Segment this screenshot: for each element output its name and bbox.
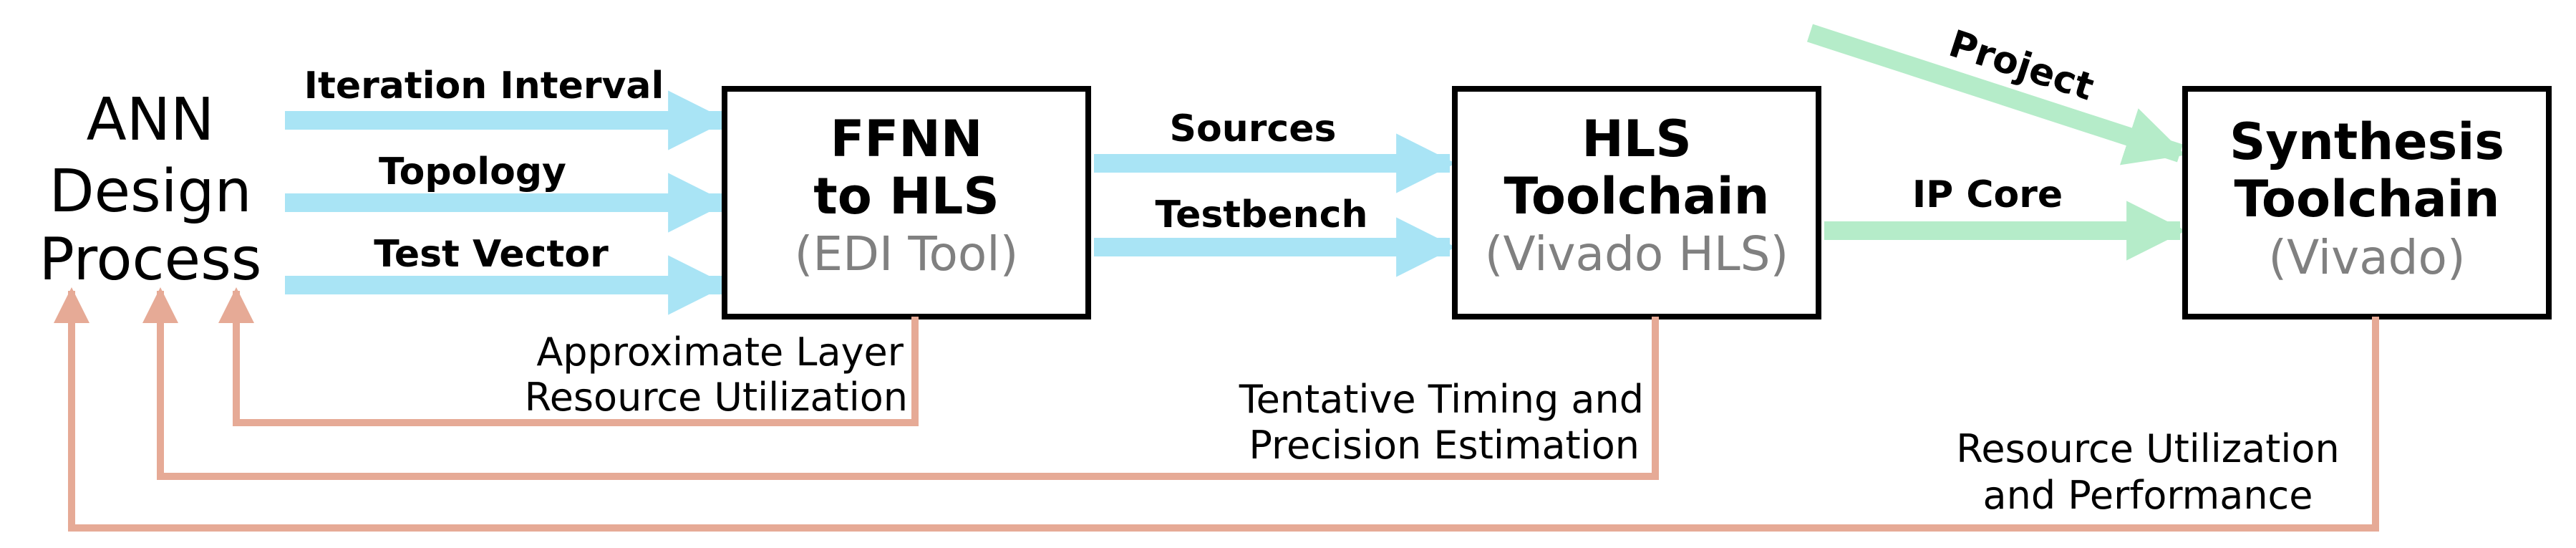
feedback-ffnn-line2: Resource Utilization xyxy=(525,375,908,420)
ffnn-box-frame xyxy=(722,86,1091,319)
hls-box-title-line2: Toolchain xyxy=(1504,167,1769,226)
feedback-arrow-synthesis xyxy=(54,287,2379,532)
hls-box-subtitle: (Vivado HLS) xyxy=(1485,226,1789,282)
project-arrow xyxy=(1806,24,2186,165)
topology-label: Topology xyxy=(379,150,566,193)
ffnn-box-title-line1: FFNN xyxy=(831,110,983,168)
feedback-synthesis-line1: Resource Utilization xyxy=(1956,426,2339,471)
feedback-loops: Approximate Layer Resource Utilization T… xyxy=(54,287,2379,532)
feedback-synthesis-line2: and Performance xyxy=(1983,473,2313,518)
synthesis-box-subtitle: (Vivado) xyxy=(2268,230,2465,285)
ann-label-line2: Design xyxy=(49,158,251,226)
ffnn-box-title-line2: to HLS xyxy=(813,167,999,226)
feedback-hls-line2: Precision Estimation xyxy=(1249,423,1640,468)
sources-label: Sources xyxy=(1170,107,1337,150)
synthesis-box-title-line1: Synthesis xyxy=(2229,112,2504,171)
feedback-arrow-ffnn xyxy=(218,287,919,426)
synthesis-box-title-line2: Toolchain xyxy=(2234,170,2499,229)
testbench-label: Testbench xyxy=(1156,193,1368,236)
input-arrows: Iteration Interval Topology Test Vector xyxy=(285,64,728,315)
hls-toolchain-box: HLS Toolchain (Vivado HLS) xyxy=(1452,86,1821,319)
ffnn-to-hls-arrows: Sources Testbench xyxy=(1094,107,1456,277)
feedback-hls-line1: Tentative Timing and xyxy=(1239,377,1644,422)
synthesis-box-frame xyxy=(2182,86,2552,319)
hls-box-frame xyxy=(1452,86,1821,319)
ip-core-label: IP Core xyxy=(1912,173,2063,216)
ann-label-line3: Process xyxy=(39,226,261,294)
ffnn-to-hls-box: FFNN to HLS (EDI Tool) xyxy=(722,86,1091,319)
feedback-arrow-hls xyxy=(142,287,1659,480)
synthesis-toolchain-box: Synthesis Toolchain (Vivado) xyxy=(2182,86,2552,319)
iteration-interval-label: Iteration Interval xyxy=(304,64,664,107)
ann-design-process-label: ANN Design Process xyxy=(39,86,261,294)
hls-box-title-line1: HLS xyxy=(1582,110,1692,168)
synthesis-input-arrows: IP Core Project xyxy=(1806,22,2187,261)
test-vector-label: Test Vector xyxy=(374,233,609,276)
feedback-ffnn-line1: Approximate Layer xyxy=(536,330,904,375)
ann-label-line1: ANN xyxy=(87,86,215,154)
ffnn-box-subtitle: (EDI Tool) xyxy=(795,226,1019,282)
